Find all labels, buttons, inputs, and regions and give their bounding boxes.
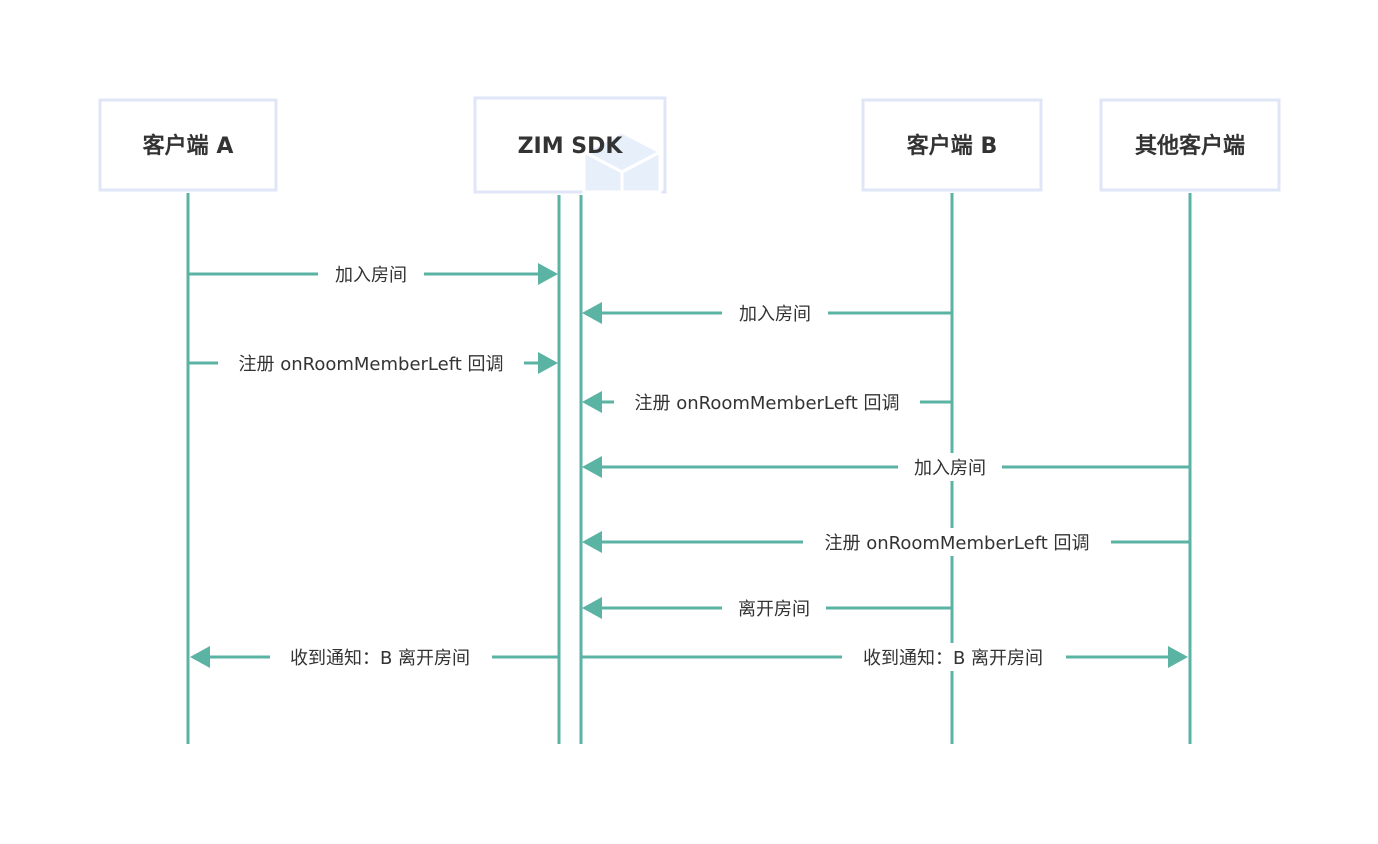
message-b-register-callback: 注册 onRoomMemberLeft 回调 [582, 388, 952, 416]
arrow-left-icon [582, 531, 602, 553]
arrow-left-icon [582, 391, 602, 413]
message-label: 收到通知：B 离开房间 [863, 648, 1043, 669]
arrow-left-icon [582, 456, 602, 478]
message-label: 注册 onRoomMemberLeft 回调 [824, 533, 1089, 554]
arrow-left-icon [190, 646, 210, 668]
message-b-leave-room: 离开房间 [582, 594, 952, 622]
message-label: 离开房间 [738, 599, 810, 620]
actor-label-client-a: 客户端 A [143, 133, 234, 159]
arrow-left-icon [582, 302, 602, 324]
message-label: 注册 onRoomMemberLeft 回调 [238, 354, 503, 375]
message-notify-others: 收到通知：B 离开房间 [581, 643, 1188, 671]
actor-client-a: 客户端 A [98, 98, 278, 192]
message-label: 加入房间 [739, 304, 811, 325]
arrow-left-icon [582, 597, 602, 619]
message-others-join-room: 加入房间 [582, 453, 1190, 481]
actor-box-client-b [861, 98, 1043, 192]
arrow-right-icon [538, 352, 558, 374]
actor-box-other-clients [1099, 98, 1281, 192]
message-others-register-callback: 注册 onRoomMemberLeft 回调 [582, 528, 1190, 556]
actor-box-client-a [98, 98, 278, 192]
actor-other-clients: 其他客户端 [1099, 98, 1281, 192]
message-label: 加入房间 [914, 458, 986, 479]
arrow-right-icon [538, 263, 558, 285]
cube-watermark-icon [580, 130, 664, 194]
message-b-join-room: 加入房间 [582, 299, 952, 327]
actor-label-other-clients: 其他客户端 [1135, 133, 1245, 159]
message-a-join-room: 加入房间 [188, 260, 558, 288]
actor-client-b: 客户端 B [861, 98, 1043, 192]
arrow-right-icon [1168, 646, 1188, 668]
message-label: 加入房间 [335, 265, 407, 286]
message-notify-a: 收到通知：B 离开房间 [190, 643, 559, 671]
actor-label-zim-sdk: ZIM SDK [518, 134, 624, 159]
message-label: 收到通知：B 离开房间 [290, 648, 470, 669]
message-a-register-callback: 注册 onRoomMemberLeft 回调 [188, 349, 558, 377]
message-label: 注册 onRoomMemberLeft 回调 [634, 393, 899, 414]
actor-label-client-b: 客户端 B [907, 133, 997, 159]
actor-zim-sdk: ZIM SDK [473, 96, 667, 194]
